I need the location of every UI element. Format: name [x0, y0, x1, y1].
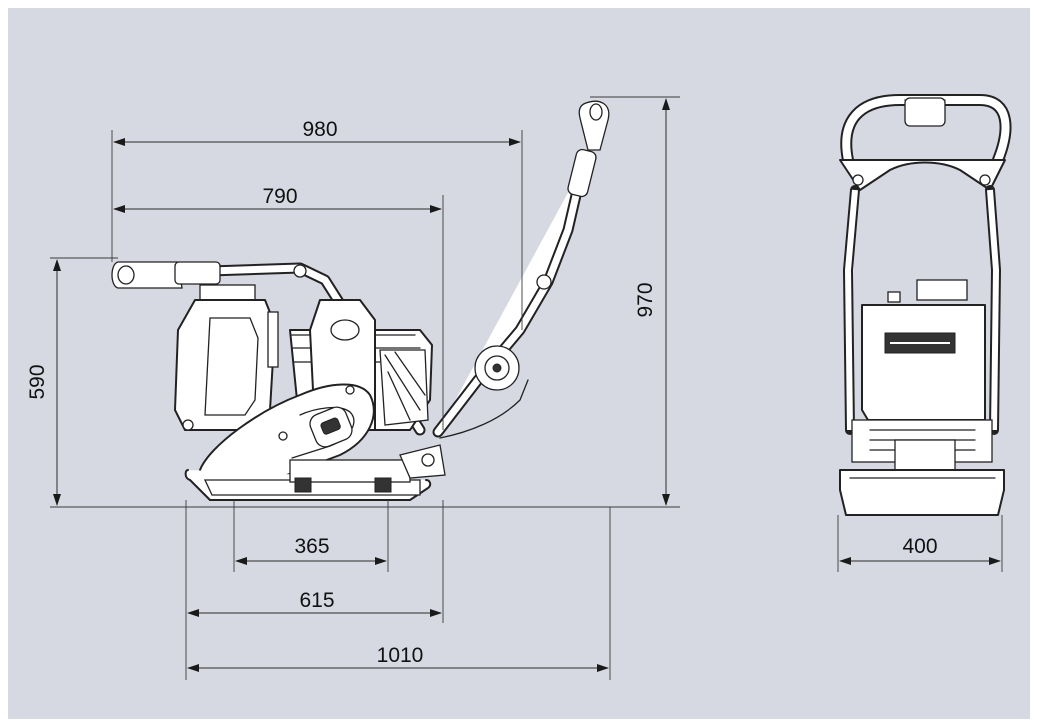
base-plate — [184, 444, 446, 501]
water-tank — [174, 284, 279, 431]
label-615: 615 — [299, 589, 334, 612]
upright-handle — [432, 100, 610, 439]
dimensions: 980 790 590 970 365 615 1010 400 — [26, 96, 1003, 680]
belt-guard — [199, 383, 375, 490]
label-590: 590 — [26, 364, 49, 399]
front-handle-head — [904, 97, 946, 127]
front-view-machine — [839, 94, 1012, 516]
label-1010: 1010 — [377, 644, 424, 667]
tank-body — [174, 299, 276, 431]
front-tank — [861, 304, 986, 421]
handle-grip — [567, 148, 597, 198]
label-980: 980 — [302, 118, 337, 141]
label-365: 365 — [294, 535, 329, 558]
label-790: 790 — [262, 185, 297, 208]
side-view-machine — [50, 100, 610, 508]
label-970: 970 — [634, 282, 657, 317]
folded-grip — [111, 261, 183, 289]
label-400: 400 — [902, 535, 937, 558]
front-base-plate — [839, 469, 1005, 516]
handle-top-grip — [578, 100, 610, 151]
